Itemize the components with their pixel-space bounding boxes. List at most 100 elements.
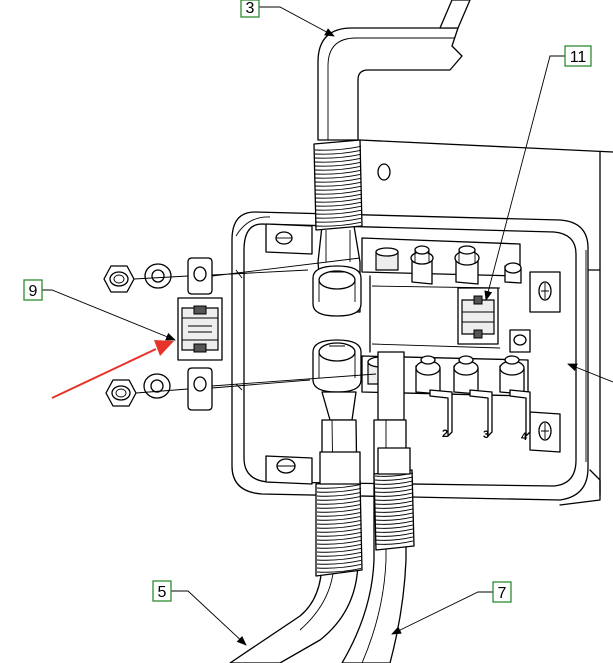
- lug-nut-lower-right: [367, 351, 405, 421]
- hex-nut-bottom: [105, 379, 137, 407]
- conduit-rib: [374, 496, 414, 501]
- terminal-stud-top-3: [504, 262, 522, 284]
- callout-3: 3: [240, 0, 260, 18]
- conduit-rib: [316, 492, 362, 497]
- conduit-rib: [314, 153, 362, 159]
- fuse-plate-top: [187, 257, 213, 295]
- conduit-rib: [316, 536, 362, 541]
- conduit-lower-left: [315, 479, 363, 577]
- conduit-rib: [374, 524, 414, 529]
- conduit-rib: [316, 540, 362, 545]
- conduit-rib: [374, 512, 414, 517]
- hex-nut-top: [103, 265, 135, 293]
- conduit-rib: [314, 181, 362, 187]
- conduit-rib: [314, 205, 362, 211]
- lug-bottom-left: [265, 455, 313, 485]
- conduit-upper: [313, 139, 363, 231]
- conduit-rib: [314, 209, 362, 215]
- conduit-rib: [374, 488, 414, 493]
- conduit-rib: [316, 496, 362, 501]
- cable-lug-lower: [312, 339, 362, 421]
- conduit-rib: [316, 560, 362, 565]
- lug-right-bottom: [529, 411, 561, 453]
- conduit-rib: [314, 173, 362, 179]
- conduit-rib: [374, 520, 414, 525]
- callout-3-text: 3: [246, 0, 255, 17]
- pointer-arrow-head: [154, 340, 174, 356]
- terminal-stud-bottom-2: [453, 355, 479, 395]
- terminal-stud-top-2: [454, 245, 480, 285]
- conduit-rib: [374, 508, 414, 513]
- conduit-rib: [314, 169, 362, 175]
- conduit-rib: [316, 524, 362, 529]
- conduit-rib: [374, 500, 414, 505]
- conduit-rib: [374, 528, 414, 533]
- washer-top: [144, 263, 172, 289]
- conduit-collar-right: [377, 447, 411, 475]
- conduit-rib: [314, 149, 362, 155]
- conduit-rib: [316, 516, 362, 521]
- conduit-rib: [314, 161, 362, 167]
- conduit-rib: [314, 185, 362, 191]
- conduit-lower-right: [373, 469, 415, 551]
- upper-cable: [317, 0, 471, 141]
- terminal-bus-plate-3: [469, 389, 493, 437]
- conduit-rib: [316, 500, 362, 505]
- conduit-rib: [314, 189, 362, 195]
- conduit-rib: [316, 520, 362, 525]
- conduit-rib: [316, 484, 362, 489]
- conduit-rib: [374, 492, 414, 497]
- terminal-bus-plate-4: [509, 389, 531, 437]
- conduit-rib: [374, 480, 414, 485]
- callout-7: 7: [492, 581, 512, 603]
- lug-right-top: [529, 271, 561, 313]
- conduit-rib: [316, 544, 362, 549]
- terminal-bus-plate-2: [429, 389, 453, 437]
- conduit-rib: [316, 552, 362, 557]
- conduit-rib: [316, 512, 362, 517]
- conduit-rib: [314, 165, 362, 171]
- conduit-rib: [374, 504, 414, 509]
- terminal-stud-top-1: [410, 245, 434, 285]
- conduit-rib: [374, 476, 414, 481]
- terminal-label-3: 3: [483, 429, 489, 441]
- conduit-rib: [316, 564, 362, 569]
- conduit-rib: [374, 536, 414, 541]
- washer-bottom: [143, 373, 171, 399]
- conduit-rib: [314, 193, 362, 199]
- conduit-rib: [374, 484, 414, 489]
- conduit-rib: [314, 177, 362, 183]
- conduit-rib: [314, 201, 362, 207]
- conduit-rib: [314, 145, 362, 151]
- callout-7-text: 7: [498, 585, 507, 602]
- conduit-rib: [374, 540, 414, 545]
- terminal-label-4: 4: [521, 431, 528, 443]
- callout-9: 9: [23, 279, 43, 301]
- conduit-rib: [314, 157, 362, 163]
- conduit-rib: [316, 548, 362, 553]
- pointer-arrow: [51, 340, 174, 399]
- callout-5-text: 5: [158, 584, 167, 601]
- conduit-rib: [316, 568, 362, 573]
- conduit-rib: [316, 508, 362, 513]
- callout-9-text: 9: [29, 283, 38, 300]
- terminal-label-2: 2: [442, 428, 448, 440]
- assembly-axis-lines: [133, 257, 377, 394]
- fuse-element: [177, 297, 223, 361]
- terminal-stud-bottom-3: [499, 329, 531, 395]
- conduit-rib: [314, 197, 362, 203]
- callout-11-text: 11: [570, 49, 587, 66]
- leader-lines: [40, 6, 613, 646]
- fuse-holder-installed: [457, 287, 499, 345]
- conduit-rib: [314, 221, 362, 227]
- pointer-arrow-shaft: [51, 348, 157, 399]
- fuse-plate-bottom: [187, 367, 213, 411]
- conduit-rib: [314, 217, 362, 223]
- conduit-rib: [374, 516, 414, 521]
- plate-hole-top: [377, 163, 391, 181]
- conduit-collar-lower: [319, 451, 361, 485]
- conduit-rib: [316, 488, 362, 493]
- callout-5: 5: [152, 580, 172, 602]
- lug-top-left: [265, 223, 313, 255]
